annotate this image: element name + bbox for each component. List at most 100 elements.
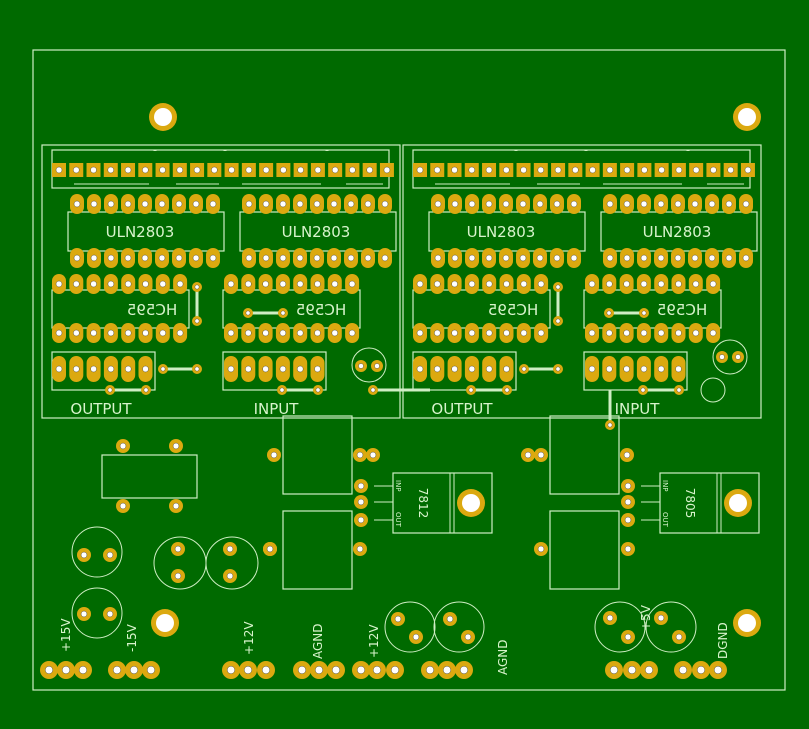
drill-hole xyxy=(468,280,476,288)
drill-hole xyxy=(416,365,424,373)
drill-hole xyxy=(504,387,510,393)
drill-hole xyxy=(348,329,356,337)
plus-15v-label: +15V xyxy=(59,618,73,652)
drill-hole xyxy=(297,280,304,288)
drill-hole xyxy=(426,666,434,674)
drill-hole xyxy=(624,482,632,490)
inp-label: INP xyxy=(394,480,402,492)
drill-hole xyxy=(297,166,304,174)
drill-hole xyxy=(55,280,63,288)
drill-hole xyxy=(675,329,682,337)
drill-hole xyxy=(709,329,717,337)
drill-hole xyxy=(624,633,632,641)
drill-hole xyxy=(192,200,200,208)
regulator-outline xyxy=(659,472,760,534)
drill-hole xyxy=(348,280,356,288)
drill-hole xyxy=(279,200,287,208)
drill-hole xyxy=(464,633,472,641)
drill-hole xyxy=(692,280,699,288)
drill-hole xyxy=(158,254,166,262)
drill-hole xyxy=(297,365,304,373)
drill-hole xyxy=(227,329,235,337)
drill-hole xyxy=(606,329,613,337)
drill-hole xyxy=(708,200,716,208)
drill-hole xyxy=(624,516,632,524)
drill-hole xyxy=(725,254,733,262)
board-outline xyxy=(32,49,786,691)
drill-hole xyxy=(628,666,636,674)
drill-hole xyxy=(73,200,81,208)
drill-hole xyxy=(158,200,166,208)
drill-hole xyxy=(553,200,561,208)
drill-hole xyxy=(262,365,269,373)
drill-hole xyxy=(119,502,127,510)
drill-hole xyxy=(485,200,493,208)
drill-hole xyxy=(674,200,682,208)
drill-hole xyxy=(298,666,306,674)
regulator-7812: 7812 INP OUT xyxy=(394,480,430,528)
drill-hole xyxy=(90,200,98,208)
drill-hole xyxy=(176,280,184,288)
drill-hole xyxy=(262,254,270,262)
drill-hole xyxy=(107,200,115,208)
hc595-label: HC595 xyxy=(296,301,346,319)
drill-hole xyxy=(227,365,235,373)
drill-hole xyxy=(520,166,527,174)
drill-hole xyxy=(226,572,234,580)
drill-hole xyxy=(434,280,441,288)
drill-hole xyxy=(607,422,613,428)
drill-hole xyxy=(606,200,614,208)
drill-hole xyxy=(209,254,217,262)
drill-hole xyxy=(357,482,365,490)
capacitor-outline xyxy=(645,601,697,653)
mounting-hole-drill xyxy=(156,614,174,632)
drill-hole xyxy=(142,365,149,373)
drill-hole xyxy=(194,284,200,290)
drill-hole xyxy=(412,633,420,641)
drill-hole xyxy=(79,666,87,674)
drill-hole xyxy=(347,254,355,262)
inductor-outline xyxy=(282,510,353,590)
drill-hole xyxy=(314,280,321,288)
drill-hole xyxy=(279,254,287,262)
drill-hole xyxy=(296,200,304,208)
drill-hole xyxy=(356,451,364,459)
drill-hole xyxy=(280,310,286,316)
ic-outline xyxy=(51,289,190,329)
drill-hole xyxy=(279,387,285,393)
drill-hole xyxy=(347,200,355,208)
plus-12v-label: +12V xyxy=(242,621,256,655)
drill-hole xyxy=(623,329,630,337)
drill-hole xyxy=(245,200,253,208)
drill-hole xyxy=(675,633,683,641)
drill-hole xyxy=(658,280,665,288)
drill-hole xyxy=(691,254,699,262)
drill-hole xyxy=(434,200,442,208)
uln2803-label: ULN2803 xyxy=(643,223,712,241)
drill-hole xyxy=(369,451,377,459)
drill-hole xyxy=(80,610,88,618)
dgnd-label: DGND xyxy=(716,622,730,659)
drill-hole xyxy=(90,254,98,262)
drill-hole xyxy=(270,451,278,459)
drill-hole xyxy=(554,166,562,174)
drill-hole xyxy=(709,280,717,288)
drill-hole xyxy=(107,280,115,288)
drill-hole xyxy=(502,200,510,208)
drill-hole xyxy=(332,666,340,674)
mounting-hole-drill xyxy=(154,108,172,126)
drill-hole xyxy=(537,545,545,553)
drill-hole xyxy=(174,572,182,580)
drill-hole xyxy=(434,365,441,373)
drill-hole xyxy=(313,254,321,262)
drill-hole xyxy=(73,254,81,262)
drill-hole xyxy=(106,551,114,559)
drill-hole xyxy=(503,166,510,174)
drill-hole xyxy=(657,614,665,622)
capacitor-outline xyxy=(712,339,748,375)
drill-hole xyxy=(443,666,451,674)
mounting-hole-drill xyxy=(738,108,756,126)
drill-hole xyxy=(314,329,321,337)
drill-hole xyxy=(725,200,733,208)
drill-hole xyxy=(657,200,665,208)
